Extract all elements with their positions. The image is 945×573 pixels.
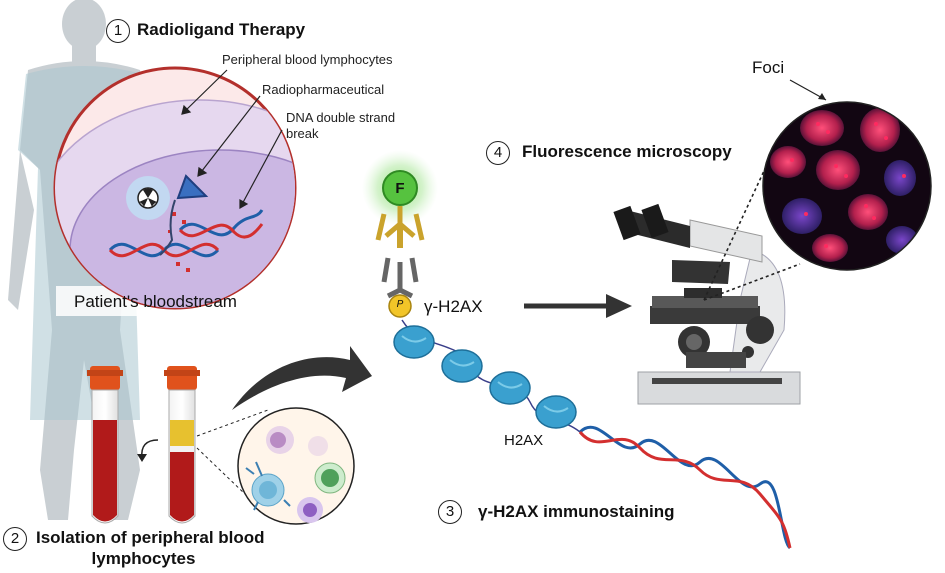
chromatin-fiber (393, 319, 581, 433)
label-leaders (181, 69, 283, 210)
phospho-label: P (396, 299, 404, 310)
dna-double-helix (578, 425, 792, 550)
blood-tube-whole (87, 366, 123, 524)
label-gamma-h2ax: γ-H2AX (424, 297, 483, 316)
label-dsb-line1: DNA double strand (286, 110, 396, 125)
step3-title: γ-H2AX immunostaining (478, 502, 675, 521)
step1-number: 1 (106, 19, 130, 43)
lymphocyte-zoom (237, 407, 355, 525)
phospho-group (388, 294, 412, 318)
step4-title: Fluorescence microscopy (522, 142, 732, 161)
step2-title-line2: lymphocytes (91, 549, 196, 568)
antibody-complex (362, 150, 438, 318)
fluorophore (382, 170, 418, 206)
dsb-fragments (168, 212, 190, 272)
step4-number: 4 (486, 141, 510, 165)
label-h2ax: H2AX (504, 432, 544, 449)
foci-micrograph (762, 101, 932, 271)
label-dsb-line2: break (286, 126, 319, 141)
blood-tube-separated (164, 366, 200, 524)
radiopharmaceutical-ligand (176, 174, 209, 200)
fluorophore-label: F (395, 180, 405, 197)
step2-number: 2 (3, 527, 27, 551)
step3-number: 3 (438, 500, 462, 524)
step1-title: Radioligand Therapy (137, 20, 306, 39)
step2-title-line1: Isolation of peripheral blood (36, 528, 265, 547)
label-peripheral-blood-lymphocytes: Peripheral blood lymphocytes (222, 52, 393, 67)
label-bloodstream: Patient's bloodstream (74, 292, 237, 311)
process-arrow (232, 346, 372, 410)
label-radiopharmaceutical: Radiopharmaceutical (262, 82, 385, 97)
label-foci: Foci (752, 58, 785, 77)
microscope (613, 203, 801, 405)
